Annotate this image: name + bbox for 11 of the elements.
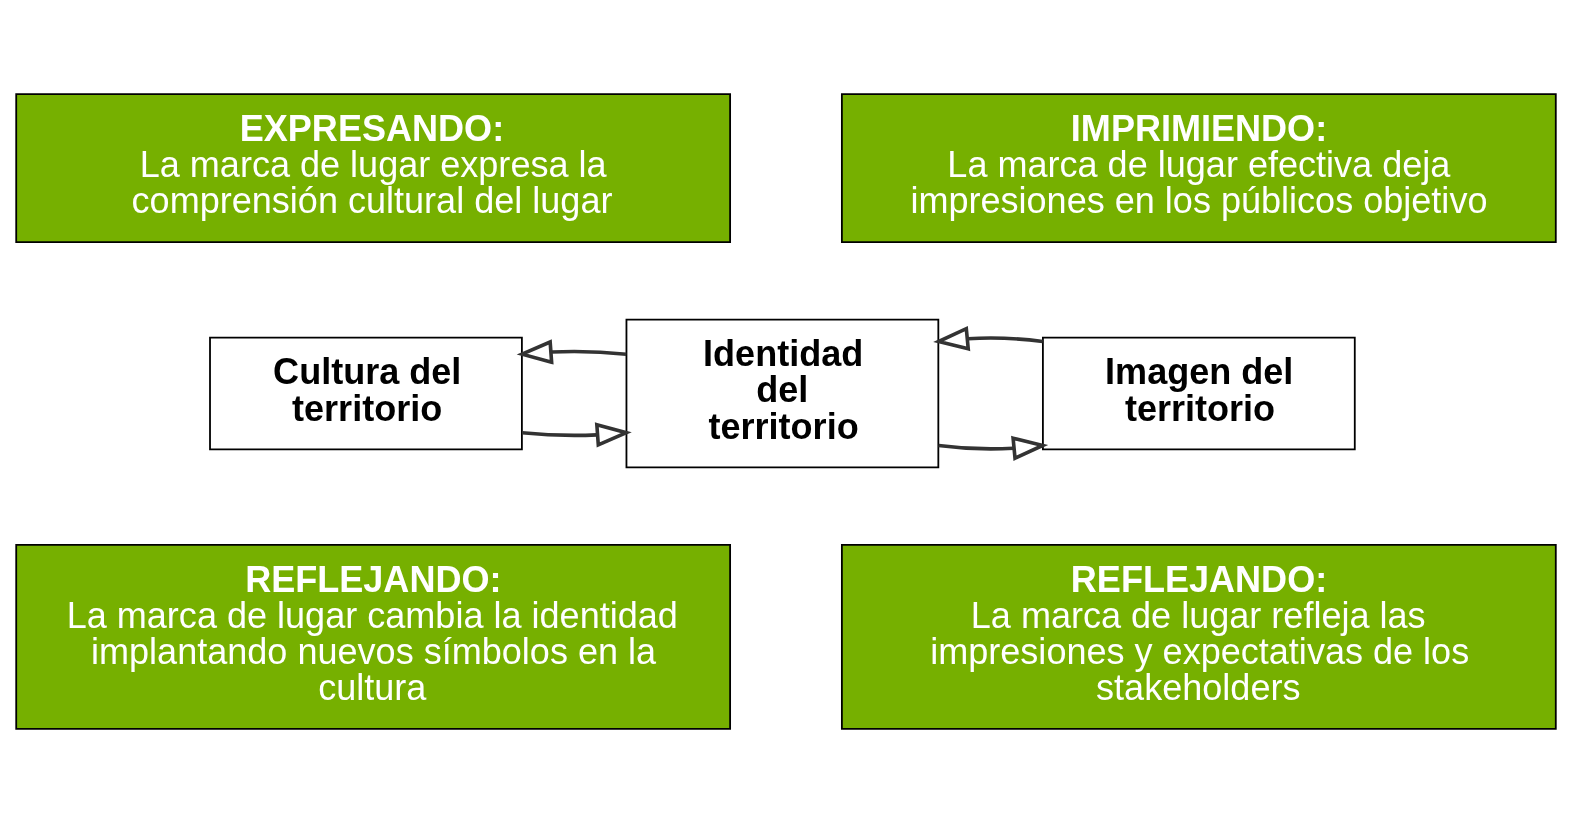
node-box: Cultura del territorio bbox=[209, 336, 523, 450]
node-box: Identidad del territorio bbox=[625, 318, 940, 468]
arrow bbox=[933, 325, 1043, 351]
node-box: Imagen del territorio bbox=[1042, 336, 1356, 450]
node-box: EXPRESANDO: La marca de lugar expresa la comprensión cultural del lugar bbox=[15, 92, 731, 243]
node-box: IMPRIMIENDO: La marca de lugar efectiva deja impresiones en los públicos objetivo bbox=[841, 92, 1557, 243]
node-box: REFLEJANDO: La marca de lugar refleja las impresiones y expectativas de los stakeholders bbox=[841, 543, 1557, 730]
arrow bbox=[521, 421, 632, 448]
arrow bbox=[938, 435, 1049, 461]
node-box: REFLEJANDO: La marca de lugar cambia la identidad implantando nuevos símbolos en la cultura bbox=[15, 543, 731, 730]
arrow bbox=[516, 338, 627, 365]
